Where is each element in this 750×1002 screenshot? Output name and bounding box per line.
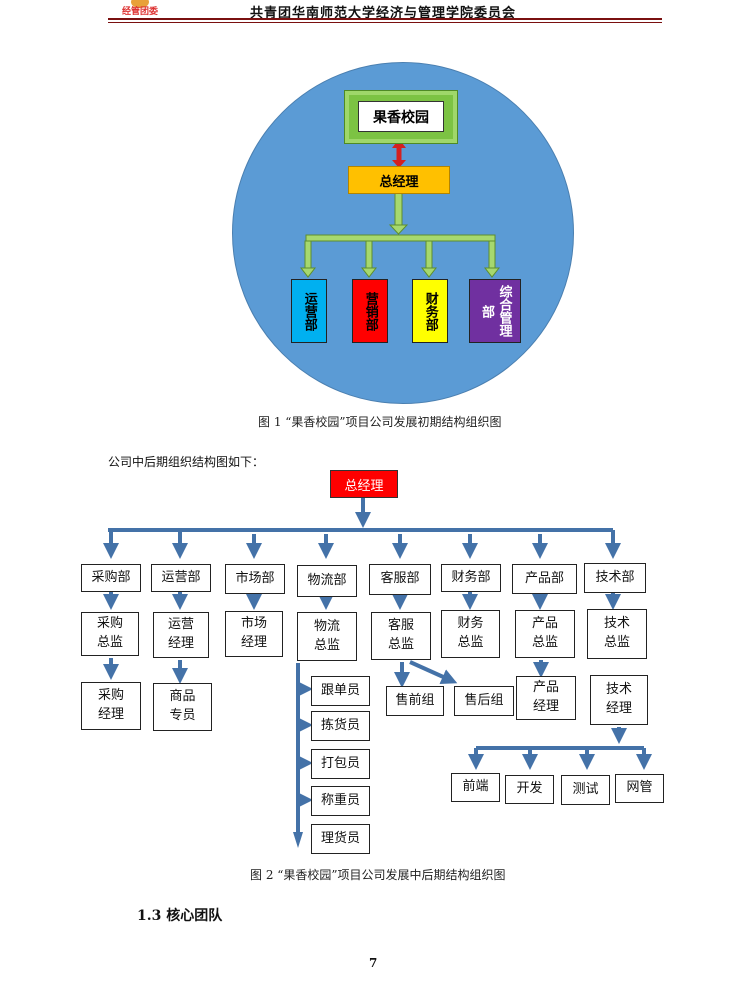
fig2-dept-purchasing: 采购部 — [81, 564, 141, 592]
page-number: 7 — [369, 956, 378, 970]
fig2-finance-director: 财务总监 — [441, 610, 500, 658]
fig2-logistics-staff: 称重员 — [311, 786, 370, 816]
fig1-dept-marketing: 营销部 — [352, 279, 388, 343]
fig2-tech-team: 前端 — [451, 773, 500, 802]
fig1-dept-operations: 运营部 — [291, 279, 327, 343]
fig2-purchasing-director: 采购总监 — [81, 612, 139, 656]
fig2-dept-operations: 运营部 — [151, 564, 211, 592]
fig2-dept-finance: 财务部 — [441, 564, 501, 592]
root-node-guoxiang: 果香校园 — [358, 101, 444, 132]
fig2-purchasing-manager: 采购经理 — [81, 682, 141, 730]
fig2-technology-director: 技术总监 — [587, 609, 647, 659]
fig2-operations-manager: 运营经理 — [153, 612, 209, 658]
fig2-product-director: 产品总监 — [515, 610, 575, 658]
fig1-dept-general-management: 综合管理部 — [469, 279, 521, 343]
fig2-logistics-staff: 跟单员 — [311, 676, 370, 706]
fig1-general-manager: 总经理 — [348, 166, 450, 194]
fig2-logistics-staff: 打包员 — [311, 749, 370, 779]
fig2-service-director: 客服总监 — [371, 612, 431, 660]
fig2-logistics-staff: 理货员 — [311, 824, 370, 854]
fig2-tech-team: 开发 — [505, 775, 554, 804]
header-title: 共青团华南师范大学经济与管理学院委员会 — [250, 6, 517, 21]
fig2-logistics-director: 物流总监 — [297, 612, 357, 661]
fig2-general-manager: 总经理 — [330, 470, 398, 498]
fig2-product-manager: 产品经理 — [516, 676, 576, 720]
header-rule — [108, 18, 662, 20]
fig2-merchandise-specialist: 商品专员 — [153, 683, 212, 731]
fig2-dept-logistics: 物流部 — [297, 565, 357, 597]
intro-text: 公司中后期组织结构图如下： — [108, 455, 265, 469]
fig2-dept-technology: 技术部 — [584, 563, 646, 593]
fig2-presales-group: 售前组 — [386, 686, 444, 716]
fig2-dept-marketing: 市场部 — [225, 564, 285, 594]
figure2-caption: 图 2 “果香校园”项目公司发展中后期结构组织图 — [250, 868, 506, 882]
fig1-dept-finance: 财务部 — [412, 279, 448, 343]
fig2-marketing-manager: 市场经理 — [225, 611, 283, 657]
fig2-aftersales-group: 售后组 — [454, 686, 514, 716]
logo-emblem: 经管团委 — [122, 0, 159, 16]
section-heading: 1.3 核心团队 — [137, 908, 223, 924]
fig2-dept-product: 产品部 — [512, 564, 577, 594]
fig2-tech-team: 测试 — [561, 775, 610, 805]
fig2-technology-manager: 技术经理 — [590, 675, 648, 725]
figure1-caption: 图 1 “果香校园”项目公司发展初期结构组织图 — [258, 415, 502, 429]
fig2-dept-customer-service: 客服部 — [369, 564, 431, 595]
fig2-logistics-staff: 拣货员 — [311, 711, 370, 741]
svg-text:经管团委: 经管团委 — [122, 5, 159, 16]
header-rule-thin — [108, 22, 662, 23]
fig2-tech-team: 网管 — [615, 774, 664, 803]
